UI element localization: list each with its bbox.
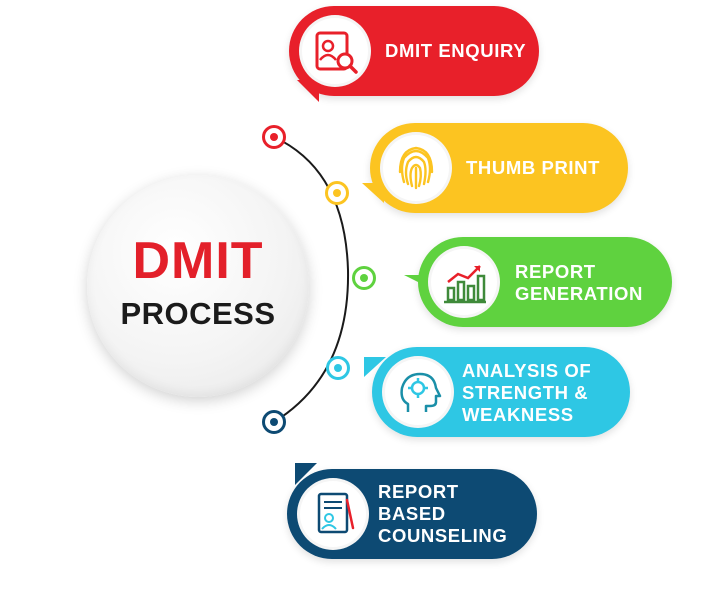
step-label: REPORT BASED COUNSELING [378,481,508,546]
step-report-generation: REPORT GENERATION [404,237,672,327]
hub-title: DMIT [132,232,264,290]
counseling-report-icon [297,478,369,550]
center-hub: DMIT PROCESS [87,175,309,397]
step-report-based-counseling: REPORT BASED COUNSELING [287,463,537,559]
step-dmit-enquiry: DMIT ENQUIRY [289,6,539,102]
step-label: DMIT ENQUIRY [385,40,527,61]
fingerprint-icon [380,132,452,204]
head-gear-icon [382,356,454,428]
node-dot-1 [262,125,286,149]
node-dot-3 [352,266,376,290]
node-dot-2 [325,181,349,205]
speech-tail [297,80,319,102]
speech-tail [364,357,386,377]
node-dot-4 [326,356,350,380]
speech-tail [362,183,384,203]
hub-subtitle: PROCESS [120,296,276,331]
id-card-search-icon [299,15,371,87]
step-label: REPORT GENERATION [515,261,643,304]
bar-chart-growth-icon [428,246,500,318]
step-thumb-print: THUMB PRINT [362,123,628,213]
step-analysis-strength-weakness: ANALYSIS OF STRENGTH & WEAKNESS [364,347,630,437]
step-label: THUMB PRINT [466,157,601,178]
node-dot-5 [262,410,286,434]
step-label: ANALYSIS OF STRENGTH & WEAKNESS [462,360,592,425]
speech-tail [295,463,317,485]
speech-tail [404,275,424,285]
